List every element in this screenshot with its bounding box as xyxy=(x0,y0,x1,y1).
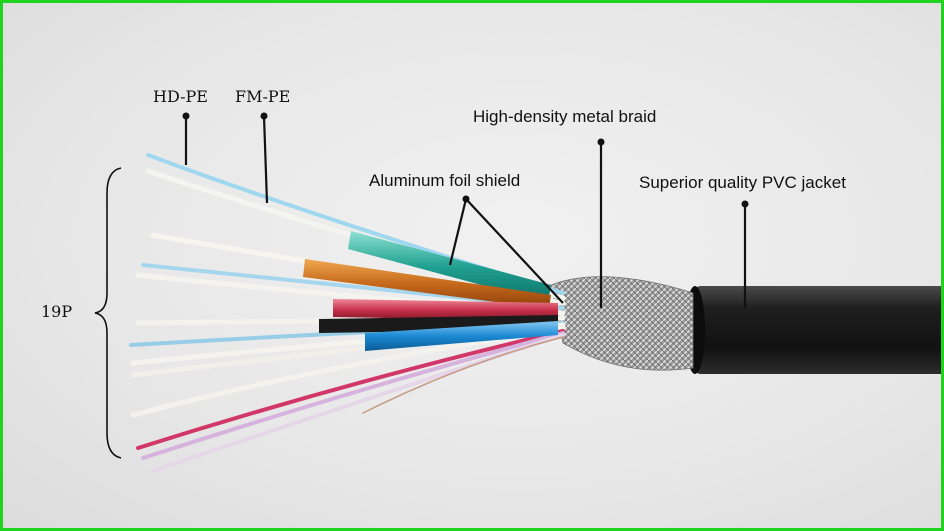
hd-pe-label: HD-PE xyxy=(153,87,208,106)
foil-shields xyxy=(303,231,558,351)
pvc-jacket-label: Superior quality PVC jacket xyxy=(639,173,846,192)
fm-pe-label: FM-PE xyxy=(235,87,291,106)
cable-photo xyxy=(94,112,941,473)
aluminum-foil-label: Aluminum foil shield xyxy=(369,171,521,190)
pvc-jacket xyxy=(685,286,941,374)
pin-count-brace xyxy=(94,167,122,459)
metal-braid-label: High-density metal braid xyxy=(473,107,657,126)
metal-braid xyxy=(550,276,694,371)
pin-count-label: 19P xyxy=(41,302,73,321)
label-pointers xyxy=(182,112,749,308)
